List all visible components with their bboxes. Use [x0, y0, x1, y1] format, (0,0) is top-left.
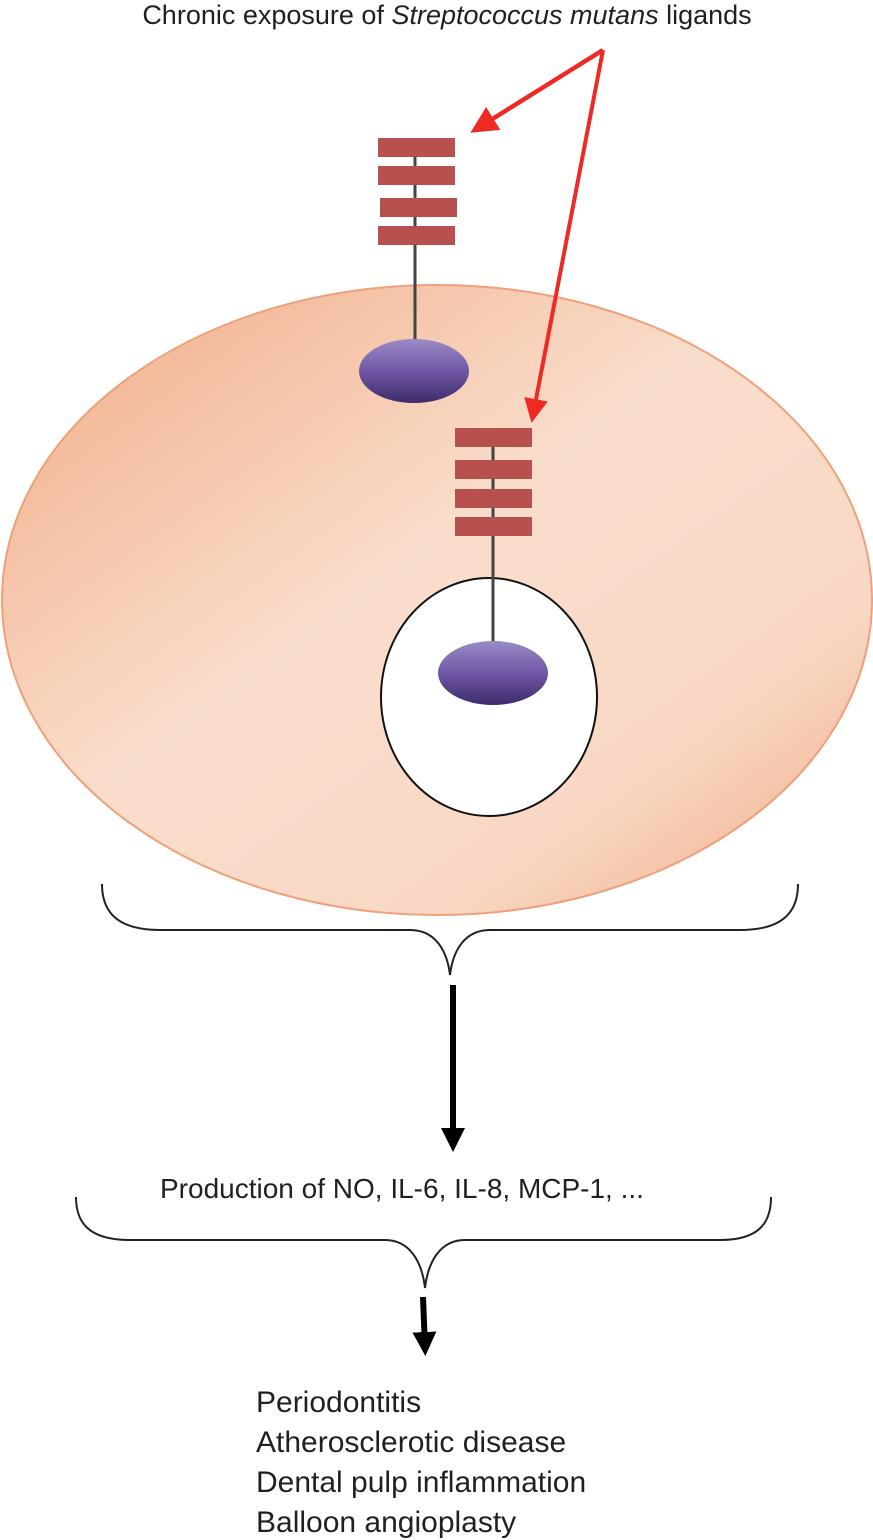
brace — [75, 1196, 772, 1289]
outcome-item: Balloon angioplasty — [256, 1506, 516, 1539]
title: Chronic exposure of Streptococcus mutans… — [142, 0, 751, 30]
adaptor-protein — [438, 641, 548, 705]
outcome-list: Periodontitis Atherosclerotic disease De… — [256, 1386, 586, 1539]
arrow-down — [412, 1296, 437, 1356]
outcome-item: Periodontitis — [256, 1386, 421, 1419]
brace — [101, 883, 799, 976]
adaptor-protein — [359, 339, 469, 403]
surface-receptor — [359, 138, 469, 403]
endosomal-receptor — [438, 428, 548, 705]
outcome-item: Atherosclerotic disease — [256, 1426, 566, 1459]
production-text: Production of NO, IL-6, IL-8, MCP-1, ... — [160, 1173, 644, 1204]
outcome-item: Dental pulp inflammation — [256, 1466, 586, 1499]
ligand-arrows — [470, 48, 605, 423]
